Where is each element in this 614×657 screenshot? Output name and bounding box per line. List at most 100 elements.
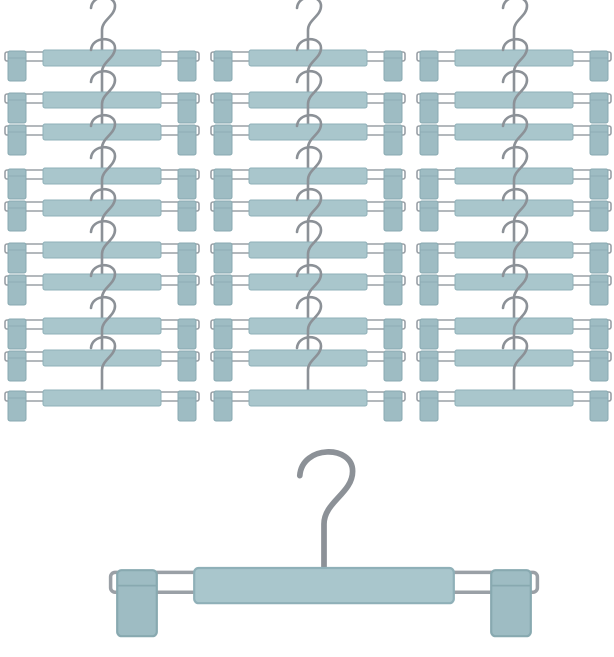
left-clip — [213, 274, 233, 306]
left-clip — [419, 350, 439, 382]
left-clip — [419, 168, 439, 200]
hook-icon — [295, 187, 323, 244]
right-clip — [589, 92, 609, 124]
hook-icon — [295, 335, 323, 392]
hook-icon — [295, 263, 323, 320]
hook-icon — [89, 113, 117, 170]
left-clip — [419, 200, 439, 232]
left-clip — [7, 168, 27, 200]
hanger — [416, 335, 612, 422]
right-clip — [589, 168, 609, 200]
left-clip — [7, 50, 27, 82]
hook-icon — [89, 37, 117, 94]
right-clip — [383, 124, 403, 156]
hanger — [210, 69, 406, 156]
hook-icon — [89, 219, 117, 276]
left-clip — [213, 92, 233, 124]
right-clip — [177, 242, 197, 274]
hanger — [4, 295, 200, 382]
left-clip — [7, 318, 27, 350]
hanger-bar — [454, 49, 574, 67]
left-clip — [419, 92, 439, 124]
hook-icon — [295, 0, 323, 52]
hanger — [210, 0, 406, 82]
hanger-bar — [42, 349, 162, 367]
right-clip — [177, 92, 197, 124]
hook-icon — [501, 145, 529, 202]
left-clip — [7, 200, 27, 232]
right-clip — [177, 168, 197, 200]
hook-icon — [501, 219, 529, 276]
hook-icon — [295, 145, 323, 202]
right-clip — [177, 124, 197, 156]
left-clip — [419, 274, 439, 306]
hanger — [416, 145, 612, 232]
hanger — [4, 145, 200, 232]
right-clip — [383, 242, 403, 274]
hook-icon — [89, 295, 117, 352]
hanger — [4, 335, 200, 422]
hanger — [416, 219, 612, 306]
hook-icon — [501, 37, 529, 94]
hook-icon — [89, 0, 117, 52]
hanger — [416, 69, 612, 156]
hook-icon — [295, 37, 323, 94]
left-clip — [213, 242, 233, 274]
hanger-bar — [248, 273, 368, 291]
hanger — [210, 335, 406, 422]
hook-icon — [501, 335, 529, 392]
left-clip — [7, 242, 27, 274]
hook-icon — [501, 295, 529, 352]
hanger — [108, 449, 540, 638]
hanger-bar — [42, 389, 162, 407]
hanger — [4, 69, 200, 156]
left-clip — [419, 318, 439, 350]
left-clip — [419, 124, 439, 156]
right-clip — [490, 569, 532, 638]
hanger-bar — [454, 199, 574, 217]
hook-icon — [295, 219, 323, 276]
right-clip — [383, 200, 403, 232]
hanger-bar — [454, 349, 574, 367]
hanger-bar — [248, 123, 368, 141]
hanger — [4, 219, 200, 306]
left-clip — [419, 50, 439, 82]
hook-icon — [295, 295, 323, 352]
right-clip — [383, 318, 403, 350]
right-clip — [177, 274, 197, 306]
left-clip — [7, 390, 27, 422]
right-clip — [589, 318, 609, 350]
hook-icon — [295, 69, 323, 126]
left-clip — [116, 569, 158, 638]
hook-icon — [89, 263, 117, 320]
left-clip — [7, 124, 27, 156]
hanger — [210, 219, 406, 306]
hook-icon — [501, 0, 529, 52]
hanger — [4, 0, 200, 82]
hook-icon — [501, 263, 529, 320]
hanger-bar — [42, 123, 162, 141]
hanger — [210, 145, 406, 232]
hanger-bar — [248, 349, 368, 367]
hanger-bar — [248, 389, 368, 407]
right-clip — [383, 50, 403, 82]
hook-icon — [501, 69, 529, 126]
hanger-bar — [42, 273, 162, 291]
left-clip — [213, 50, 233, 82]
hook-icon — [89, 145, 117, 202]
left-clip — [213, 390, 233, 422]
hanger-bar — [42, 49, 162, 67]
right-clip — [177, 200, 197, 232]
hanger-bar — [248, 49, 368, 67]
hook-icon — [501, 187, 529, 244]
left-clip — [7, 350, 27, 382]
right-clip — [589, 242, 609, 274]
right-clip — [383, 274, 403, 306]
hanger-bar — [42, 199, 162, 217]
hanger — [416, 0, 612, 82]
hook-icon — [501, 113, 529, 170]
hook-icon — [295, 113, 323, 170]
right-clip — [589, 350, 609, 382]
right-clip — [589, 124, 609, 156]
